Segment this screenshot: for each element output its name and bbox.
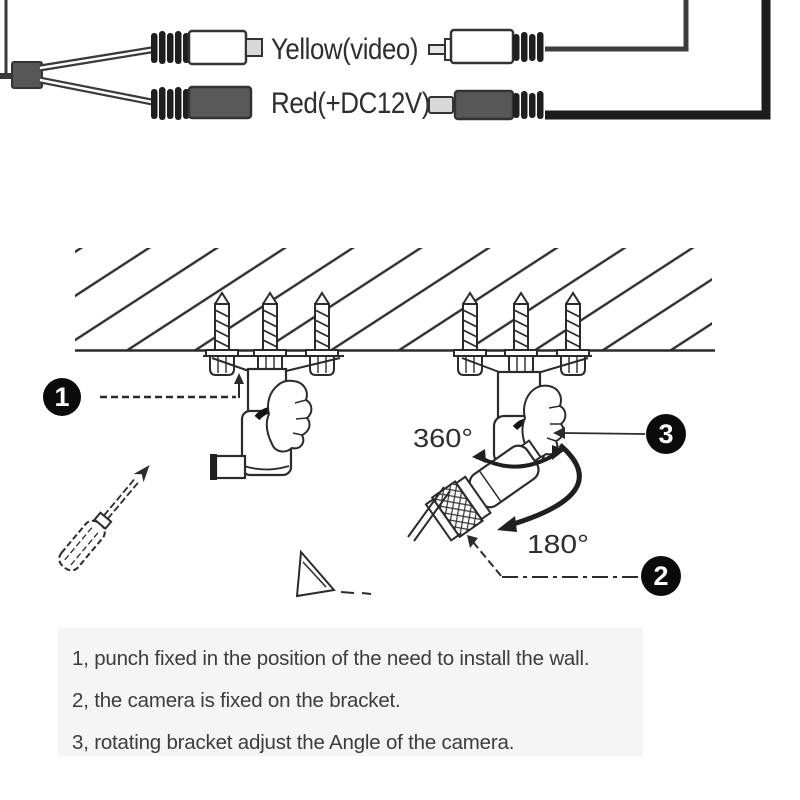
power-jack-female	[151, 85, 253, 120]
video-label: Yellow(video)	[271, 33, 418, 66]
screwdriver-icon	[58, 465, 150, 572]
step1-badge: 1	[43, 378, 81, 416]
svg-text:1: 1	[54, 382, 69, 412]
tilt-rotation-arrow	[497, 443, 582, 532]
instruction-line-3: 3, rotating bracket adjust the Angle of …	[72, 731, 515, 754]
bracket-assembly-left	[203, 292, 344, 480]
video-jack-female	[151, 29, 263, 66]
power-label: Red(+DC12V)	[271, 87, 430, 120]
svg-text:2: 2	[653, 561, 668, 591]
video-cable	[545, 0, 689, 52]
pan-rotation-label: 360°	[413, 423, 473, 453]
ceiling-hatch	[75, 248, 712, 350]
step1-leader-arrow	[100, 373, 244, 399]
svg-text:3: 3	[658, 419, 673, 449]
tilt-rotation-label: 180°	[527, 529, 589, 559]
step2-leader-line	[467, 535, 639, 578]
hand-icon	[521, 384, 567, 459]
step2-badge: 2	[641, 556, 681, 596]
hand-icon	[265, 379, 313, 453]
step3-leader-arrow	[553, 427, 646, 439]
wall-corner-triangle	[295, 549, 372, 598]
instruction-line-2: 2, the camera is fixed on the bracket.	[72, 689, 401, 712]
instruction-line-1: 1, punch fixed in the position of the ne…	[72, 647, 590, 670]
step3-badge: 3	[646, 414, 686, 454]
camera-body	[424, 439, 542, 542]
cable-splitter	[0, 0, 158, 107]
instructions-panel: 1, punch fixed in the position of the ne…	[58, 628, 643, 756]
installation-diagram: 1	[43, 248, 715, 598]
video-plug-male	[428, 28, 544, 65]
cable-diagram: Yellow(video) Red(+DC12V)	[0, 0, 771, 121]
power-cable	[545, 0, 771, 120]
power-plug-male	[428, 89, 544, 121]
bracket-assembly-right	[407, 292, 592, 542]
